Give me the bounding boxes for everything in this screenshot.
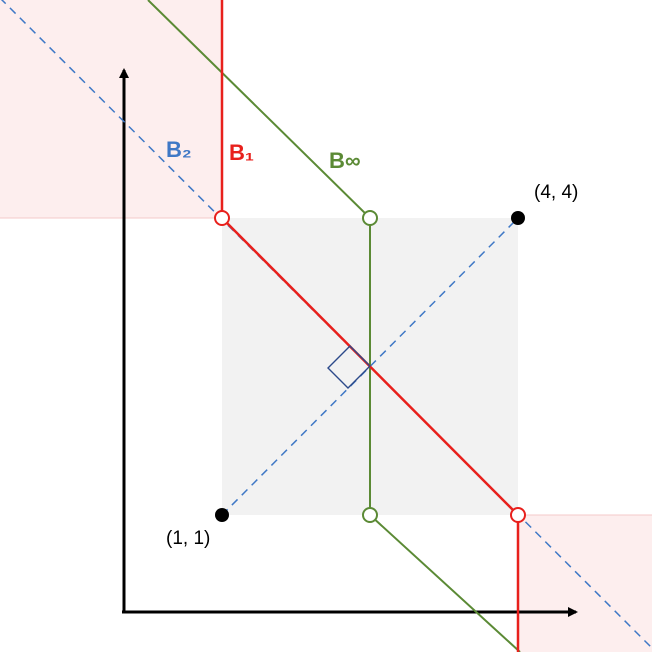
binf-vertex-top [362,210,378,226]
b1-label: B₁ [229,140,254,165]
binf-vertex-bottom [362,507,378,523]
b2-label: B₂ [166,137,192,162]
b1-vertex-top [214,210,230,226]
point-b-label: (4, 4) [534,182,578,203]
b1-region-bottom-right [518,515,652,652]
point-b-marker [511,211,525,225]
point-a-label: (1, 1) [166,528,210,549]
binf-label: B∞ [329,148,361,173]
point-a-marker [215,508,229,522]
b1-vertex-bottom [510,507,526,523]
right-angle-marker [327,345,371,389]
